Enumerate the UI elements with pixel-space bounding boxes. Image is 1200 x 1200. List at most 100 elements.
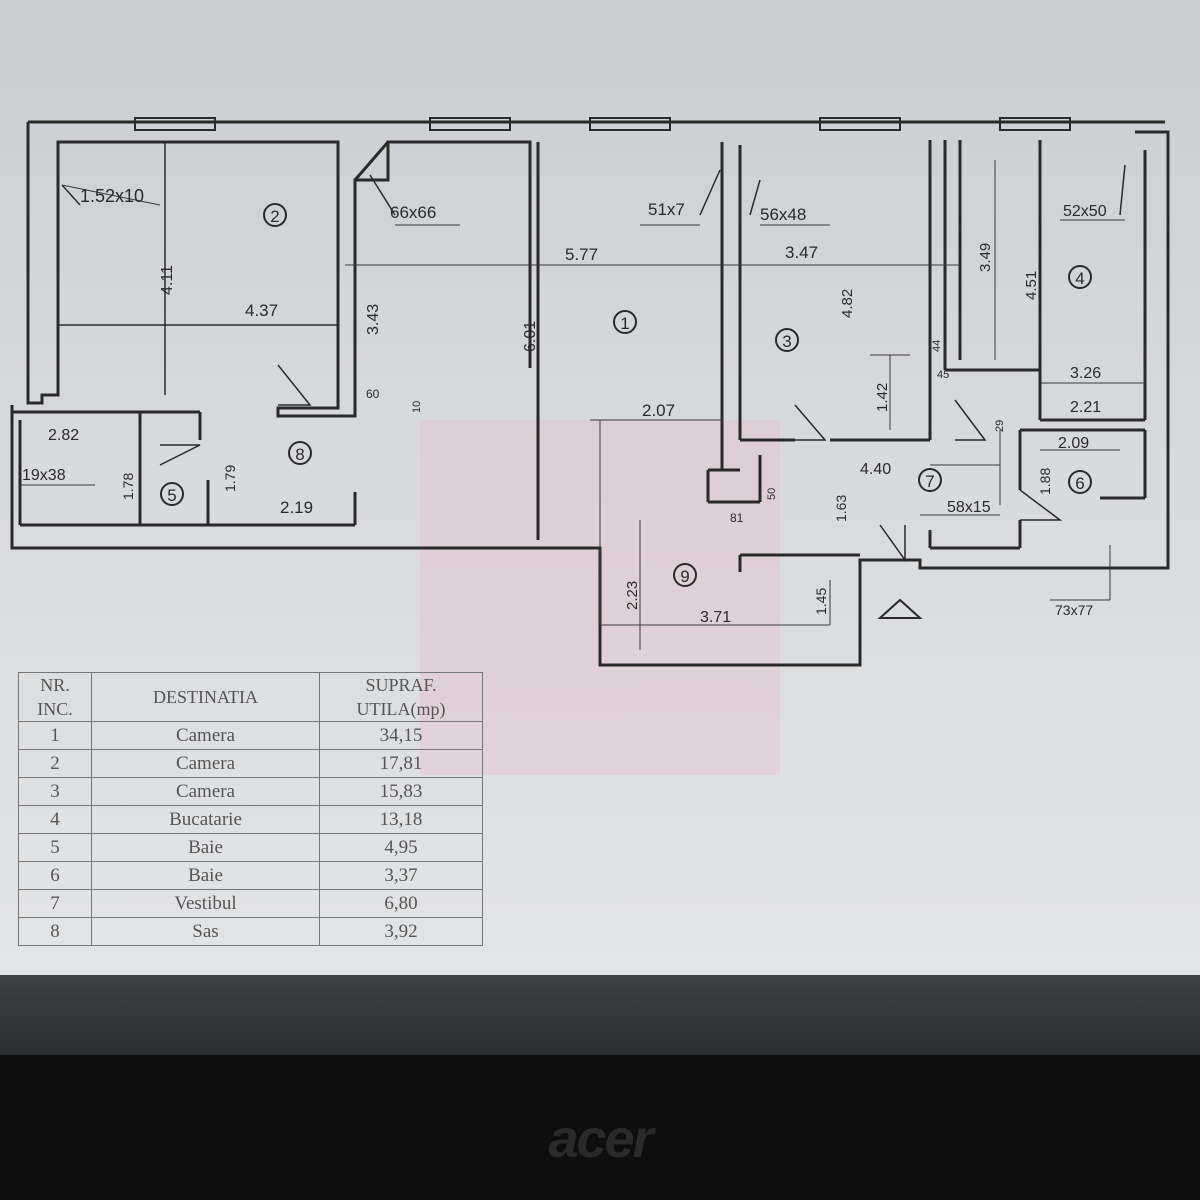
dim-label: 2.82 bbox=[48, 427, 79, 444]
dim-label: 2.21 bbox=[1070, 399, 1101, 416]
dim-label: 4.37 bbox=[245, 301, 278, 320]
cell-nr: 3 bbox=[18, 777, 92, 806]
cell-destinatia: Camera bbox=[91, 749, 320, 778]
cell-supraf: 4,95 bbox=[319, 833, 483, 862]
cell-destinatia: Camera bbox=[91, 721, 320, 750]
cell-destinatia: Baie bbox=[91, 833, 320, 862]
svg-text:1: 1 bbox=[620, 314, 629, 333]
svg-text:7: 7 bbox=[925, 472, 934, 491]
dim-label: 1.88 bbox=[1037, 468, 1053, 495]
cell-nr: 5 bbox=[18, 833, 92, 862]
header-destinatia: DESTINATIA bbox=[91, 672, 320, 722]
dim-label: 51x7 bbox=[648, 200, 685, 219]
room-marker-8: 8 bbox=[288, 441, 312, 465]
room-marker-9: 9 bbox=[673, 563, 697, 587]
room-marker-5: 5 bbox=[160, 482, 184, 506]
dim-label: 4.82 bbox=[839, 289, 856, 318]
cell-destinatia: Camera bbox=[91, 777, 320, 806]
brand-logo: acer bbox=[548, 1109, 653, 1169]
dim-label: 73x77 bbox=[1055, 602, 1093, 618]
dim-label: 4.51 bbox=[1023, 271, 1040, 300]
dim-label: 4.40 bbox=[860, 461, 891, 478]
cell-destinatia: Baie bbox=[91, 861, 320, 890]
laptop-bezel bbox=[0, 975, 1200, 1055]
cell-destinatia: Vestibul bbox=[91, 889, 320, 918]
dim-label: 58x15 bbox=[947, 499, 991, 516]
header-nr: NR. INC. bbox=[18, 672, 92, 722]
dim-label: 2.09 bbox=[1058, 435, 1089, 452]
dim-label: 44 bbox=[931, 340, 943, 352]
dim-label: 3.71 bbox=[700, 609, 731, 626]
dim-label: 1.78 bbox=[120, 473, 136, 500]
dimension-labels: 1.52x10 4.11 4.37 66x66 3.43 5.77 6.01 5… bbox=[22, 186, 1107, 626]
dim-label: 45 bbox=[937, 369, 949, 381]
legend-header-row: NR. INC. DESTINATIA SUPRAF. UTILA(mp) bbox=[18, 672, 483, 722]
dim-label: 3.26 bbox=[1070, 365, 1101, 382]
svg-text:8: 8 bbox=[295, 445, 304, 464]
cell-nr: 6 bbox=[18, 861, 92, 890]
dim-label: 5.77 bbox=[565, 245, 598, 264]
svg-text:4: 4 bbox=[1075, 269, 1084, 288]
cell-supraf: 3,92 bbox=[319, 917, 483, 946]
dim-label: 2.19 bbox=[280, 498, 313, 517]
cell-supraf: 13,18 bbox=[319, 805, 483, 834]
svg-text:2: 2 bbox=[270, 207, 279, 226]
room-markers: 1 2 3 4 5 6 7 8 9 bbox=[160, 203, 1092, 587]
cell-supraf: 34,15 bbox=[319, 721, 483, 750]
room-marker-2: 2 bbox=[263, 203, 287, 227]
dim-label: 81 bbox=[730, 511, 744, 525]
dim-label: 10 bbox=[411, 401, 423, 413]
dim-label: 1.42 bbox=[874, 383, 891, 412]
room-marker-4: 4 bbox=[1068, 265, 1092, 289]
dim-label: 60 bbox=[366, 387, 380, 401]
dim-label: 50 bbox=[766, 488, 778, 500]
room-marker-3: 3 bbox=[775, 328, 799, 352]
walls bbox=[10, 117, 1170, 667]
dim-label: 19x38 bbox=[22, 467, 66, 484]
room-marker-1: 1 bbox=[613, 310, 637, 334]
laptop-body bbox=[0, 1055, 1200, 1200]
svg-text:9: 9 bbox=[680, 567, 689, 586]
cell-supraf: 3,37 bbox=[319, 861, 483, 890]
cell-nr: 8 bbox=[18, 917, 92, 946]
dim-label: 4.11 bbox=[159, 265, 176, 295]
cell-nr: 1 bbox=[18, 721, 92, 750]
cell-supraf: 6,80 bbox=[319, 889, 483, 918]
svg-text:3: 3 bbox=[782, 332, 791, 351]
cell-nr: 7 bbox=[18, 889, 92, 918]
dim-label: 3.43 bbox=[365, 304, 382, 335]
dim-label: 3.49 bbox=[977, 243, 994, 272]
header-supraf: SUPRAF. UTILA(mp) bbox=[319, 672, 483, 722]
room-marker-7: 7 bbox=[918, 468, 942, 492]
dim-label: 56x48 bbox=[760, 205, 806, 224]
dim-label: 2.23 bbox=[624, 581, 641, 610]
monitor-screen: 1 2 3 4 5 6 7 8 9 1.52x10 4.11 4.37 66x6… bbox=[0, 0, 1200, 975]
floor-plan: 1 2 3 4 5 6 7 8 9 1.52x10 4.11 4.37 66x6… bbox=[10, 117, 1170, 775]
cell-nr: 2 bbox=[18, 749, 92, 778]
dim-label: 1.52x10 bbox=[80, 186, 144, 206]
svg-text:5: 5 bbox=[167, 486, 176, 505]
dim-label: 52x50 bbox=[1063, 203, 1107, 220]
room-marker-6: 6 bbox=[1068, 470, 1092, 494]
dim-label: 2.07 bbox=[642, 401, 675, 420]
cell-destinatia: Bucatarie bbox=[91, 805, 320, 834]
dim-label: 1.79 bbox=[222, 465, 238, 492]
dim-label: 1.63 bbox=[833, 495, 849, 522]
cell-supraf: 17,81 bbox=[319, 749, 483, 778]
dimension-lines bbox=[20, 160, 1145, 650]
dim-label: 1.45 bbox=[813, 588, 829, 615]
dim-label: 3.47 bbox=[785, 243, 818, 262]
dim-label: 6.01 bbox=[522, 321, 539, 352]
cell-nr: 4 bbox=[18, 805, 92, 834]
dim-label: 66x66 bbox=[390, 203, 436, 222]
dim-label: 29 bbox=[994, 420, 1006, 432]
